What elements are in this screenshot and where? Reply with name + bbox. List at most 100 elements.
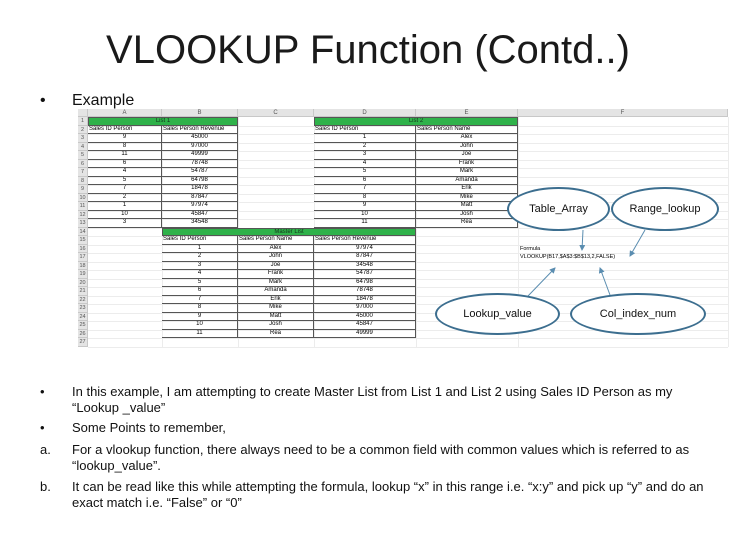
- corner-cell: [78, 109, 88, 117]
- list1-cell: 4: [88, 168, 162, 177]
- gridline: [88, 244, 728, 246]
- note-marker: a.: [40, 442, 51, 457]
- formula-text: VLOOKUP(B17,$A$3:$B$13,2,FALSE): [520, 254, 616, 260]
- slide-title: VLOOKUP Function (Contd..): [106, 28, 630, 72]
- gridline: [88, 338, 728, 339]
- gridline: [88, 304, 728, 305]
- formula-label: Formula: [520, 245, 541, 252]
- master-cell: Erik: [238, 295, 314, 304]
- list2-cell: 7: [314, 185, 416, 194]
- master-title: Master List: [162, 227, 416, 236]
- gridline: [88, 219, 728, 220]
- list2-cell: 2: [314, 142, 416, 151]
- row-header: 20: [78, 278, 88, 287]
- master-cell: 45000: [314, 312, 416, 321]
- row-header: 26: [78, 329, 88, 338]
- list2-cell: Joe: [416, 151, 518, 160]
- master-cell: Amanda: [238, 287, 314, 296]
- gridline: [88, 142, 728, 144]
- list2-cell: 6: [314, 176, 416, 185]
- gridline: [88, 346, 728, 348]
- gridline: [88, 270, 728, 271]
- row-header: 24: [78, 312, 88, 321]
- row-header: 12: [78, 210, 88, 219]
- list2-cell: Amanda: [416, 176, 518, 185]
- master-cell: Joe: [238, 261, 314, 270]
- list2-cell: 8: [314, 193, 416, 202]
- note-marker: b.: [40, 479, 51, 494]
- list2-cell: 9: [314, 202, 416, 211]
- list1-cell: 34548: [162, 219, 238, 228]
- list1-cell: 11: [88, 151, 162, 160]
- list1-cell: 1: [88, 202, 162, 211]
- list1-cell: 45847: [162, 210, 238, 219]
- list2-header: Sales ID Person: [314, 125, 416, 134]
- master-cell: 6: [162, 287, 238, 296]
- list1-cell: 6: [88, 159, 162, 168]
- row-header: 15: [78, 236, 88, 245]
- gridline: [88, 134, 728, 135]
- master-header: Sales Person Name: [238, 236, 314, 245]
- list1-cell: 64798: [162, 176, 238, 185]
- master-header: Sales Person Revenue: [314, 236, 416, 245]
- list1-cell: 97000: [162, 142, 238, 151]
- list2-header: Sales Person Name: [416, 125, 518, 134]
- arrow-lookup-value: [527, 267, 556, 297]
- gridline: [88, 151, 728, 152]
- list2-cell: Frank: [416, 159, 518, 168]
- gridline: [88, 185, 728, 186]
- gridline: [88, 312, 728, 314]
- master-cell: 8: [162, 304, 238, 313]
- row-header: 9: [78, 185, 88, 194]
- master-cell: Rea: [238, 329, 314, 338]
- example-label: Example: [72, 92, 135, 109]
- row-header: 8: [78, 176, 88, 185]
- list1-cell: 8: [88, 142, 162, 151]
- master-cell: 5: [162, 278, 238, 287]
- gridline: [88, 287, 728, 288]
- row-header: 3: [78, 134, 88, 143]
- list2-cell: Rea: [416, 219, 518, 228]
- list1-cell: 18478: [162, 185, 238, 194]
- list2-cell: Alex: [416, 134, 518, 143]
- row-header: 23: [78, 304, 88, 313]
- row-header: 5: [78, 151, 88, 160]
- row-header: 21: [78, 287, 88, 296]
- row-header: 22: [78, 295, 88, 304]
- gridline: [88, 321, 728, 322]
- gridline: [88, 278, 728, 280]
- master-header: Sales ID Person: [162, 236, 238, 245]
- gridline: [88, 329, 728, 331]
- row-header: 6: [78, 159, 88, 168]
- gridline: [88, 193, 728, 195]
- list2-cell: 1: [314, 134, 416, 143]
- row-header: 10: [78, 193, 88, 202]
- column-header: B: [162, 109, 238, 117]
- column-gridline: [518, 117, 519, 347]
- master-cell: 45847: [314, 321, 416, 330]
- master-cell: 10: [162, 321, 238, 330]
- gridline: [88, 159, 728, 161]
- callout-col-index-num: Col_index_num: [570, 293, 706, 335]
- list1-cell: 10: [88, 210, 162, 219]
- note-text: In this example, I am attempting to crea…: [72, 384, 673, 415]
- callout-table-array: Table_Array: [507, 187, 610, 231]
- row-header: 27: [78, 338, 88, 347]
- column-header: A: [88, 109, 162, 117]
- list1-cell: 5: [88, 176, 162, 185]
- note-marker: •: [40, 384, 45, 399]
- list1-title: List 1: [88, 117, 238, 126]
- gridline: [88, 176, 728, 178]
- column-gridline: [416, 117, 417, 347]
- list1-cell: 97974: [162, 202, 238, 211]
- master-cell: Alex: [238, 244, 314, 253]
- row-header: 2: [78, 125, 88, 134]
- gridline: [88, 261, 728, 263]
- master-cell: 78748: [314, 287, 416, 296]
- gridline: [88, 295, 728, 297]
- gridline: [88, 253, 728, 254]
- list1-cell: 9: [88, 134, 162, 143]
- row-header: 1: [78, 117, 88, 126]
